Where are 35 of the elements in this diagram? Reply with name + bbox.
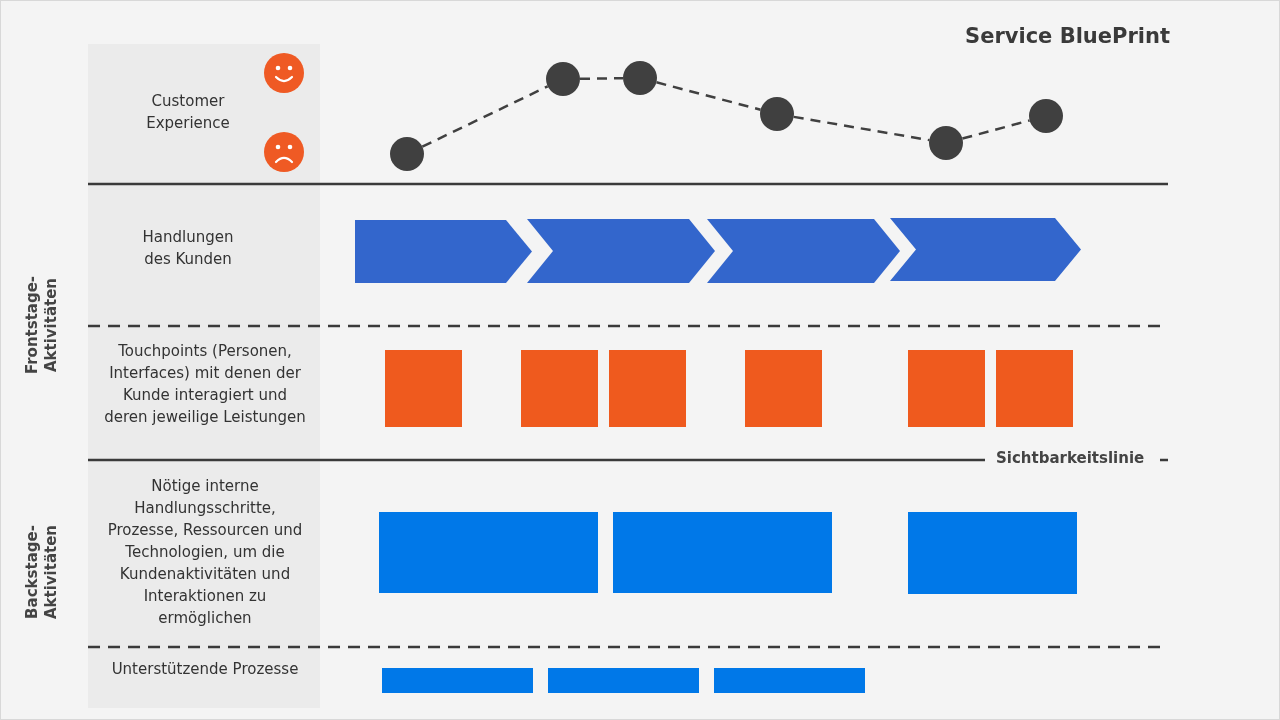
- journey-point: [760, 97, 794, 131]
- touchpoint-box: [996, 350, 1073, 427]
- dashed-connector: [656, 81, 761, 111]
- journey-point: [546, 62, 580, 96]
- dashed-connector: [793, 115, 930, 142]
- touchpoint-box: [908, 350, 985, 427]
- journey-point: [390, 137, 424, 171]
- section-label: Frontstage-Aktivitäten: [23, 274, 61, 377]
- backstage-process-box: [379, 512, 598, 593]
- journey-point: [1029, 99, 1063, 133]
- row-label: Touchpoints (Personen, Interfaces) mit denen der Kunde interagiert und deren jeweilige Leistungen: [103, 341, 307, 428]
- row-label: Unterstützende Prozesse: [110, 659, 300, 680]
- customer-action-step: [707, 219, 900, 283]
- backstage-process-box: [613, 512, 832, 593]
- title: Service BluePrint: [964, 23, 1170, 50]
- backstage-process-box: [908, 512, 1077, 594]
- section-label: Backstage-Aktivitäten: [23, 523, 61, 622]
- customer-action-step: [890, 218, 1081, 281]
- row-label: Nötige interne Handlungsschritte, Prozesse, Ressourcen und Technologien, um die Kundenaktivitäten und Interaktionen zu ermöglichen: [106, 476, 304, 629]
- row-label: Handlungen des Kunden: [141, 227, 235, 270]
- dashed-connector: [962, 119, 1030, 140]
- touchpoint-box: [521, 350, 598, 427]
- journey-point: [623, 61, 657, 95]
- customer-action-step: [527, 219, 715, 283]
- journey-point: [929, 126, 963, 160]
- touchpoint-box: [609, 350, 686, 427]
- dashed-connector: [421, 85, 549, 148]
- support-process-bar: [714, 668, 865, 693]
- customer-action-step: [355, 220, 532, 283]
- support-process-bar: [382, 668, 533, 693]
- touchpoint-box: [385, 350, 462, 427]
- touchpoint-box: [745, 350, 822, 427]
- row-label: Customer Experience: [145, 91, 231, 134]
- support-process-bar: [548, 668, 699, 693]
- dashed-connector: [580, 76, 623, 81]
